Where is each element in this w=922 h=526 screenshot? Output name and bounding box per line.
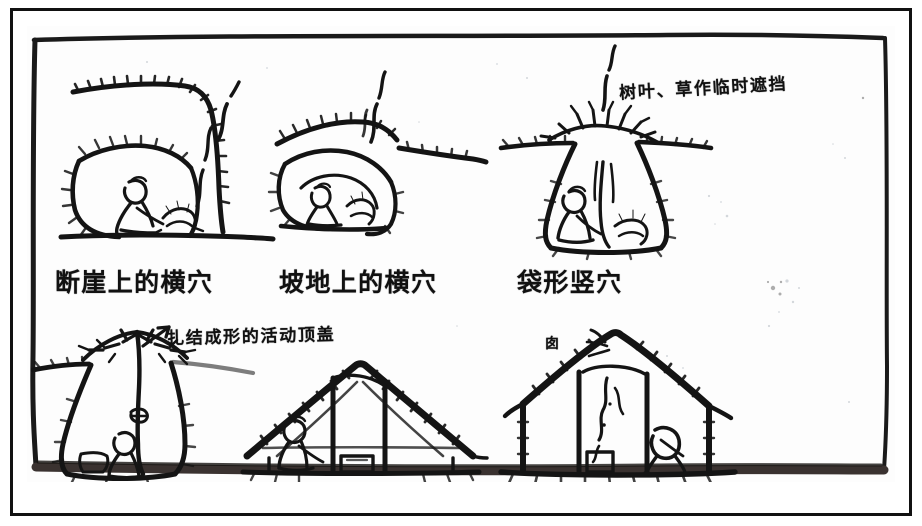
- annotation-movable-lid: 扎结成形的活动顶盖: [166, 324, 336, 350]
- illustration-plate: 断崖上的横穴 坡地上的横穴 袋形竖穴 树叶、草作临时遮挡 扎结成形的活动顶盖 囱: [27, 26, 895, 482]
- label-flue: 囱: [545, 336, 560, 352]
- caption-scene-1: 断崖上的横穴: [55, 268, 214, 297]
- caption-scene-3: 袋形竖穴: [517, 268, 623, 297]
- leader-arrow-icon: [141, 325, 171, 348]
- scene-bag-shaped-vertical-pit: [489, 44, 719, 261]
- scene-slope-horizontal-cave: [267, 66, 489, 256]
- scene-pit-with-movable-lid: [27, 326, 287, 482]
- caption-scene-2: 坡地上的横穴: [279, 268, 438, 297]
- scene-half-sunken-gable-hut: [237, 348, 489, 482]
- scene-ground-level-gable-house: [487, 326, 747, 482]
- scene-cliff-horizontal-cave: [45, 48, 276, 258]
